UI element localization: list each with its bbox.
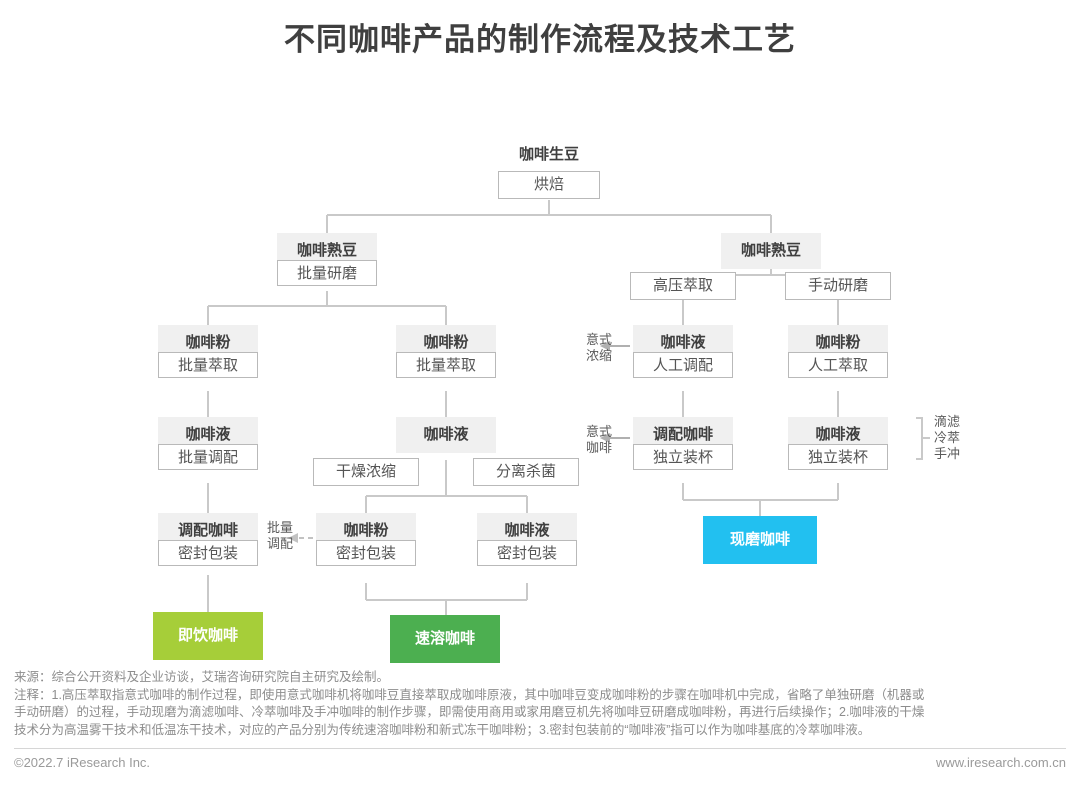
node-dry-concentration[interactable]: 干燥浓缩 xyxy=(313,458,419,486)
node-coffee-liquid-cup[interactable]: 咖啡液 独立装杯 xyxy=(788,417,888,479)
product-fresh-ground-coffee[interactable]: 现磨咖啡 xyxy=(703,516,817,564)
node-roasted-beans-right[interactable]: 咖啡熟豆 xyxy=(721,233,821,269)
node-sub: 人工调配 xyxy=(633,352,733,378)
node-roasted-beans-left[interactable]: 咖啡熟豆 批量研磨 xyxy=(277,233,377,295)
node-coffee-liquid-process[interactable]: 咖啡液 xyxy=(396,417,496,453)
annotation-espresso-concentrate: 意式 浓缩 xyxy=(585,332,612,363)
node-sub: 人工萃取 xyxy=(788,352,888,378)
annotation-batch-blending: 批量 调配 xyxy=(266,520,293,551)
node-coffee-powder-sealed[interactable]: 咖啡粉 密封包装 xyxy=(316,513,416,575)
node-manual-grinding[interactable]: 手动研磨 xyxy=(785,272,891,300)
footer-divider xyxy=(14,748,1066,749)
source-line: 来源：综合公开资料及企业访谈，艾瑞咨询研究院自主研究及绘制。 xyxy=(14,670,390,684)
node-roasting[interactable]: 烘焙 xyxy=(498,171,600,199)
flowchart-diagram: 咖啡生豆 烘焙 咖啡熟豆 批量研磨 咖啡熟豆 高压萃取 手动研磨 咖啡粉 批量萃… xyxy=(153,146,961,663)
node-coffee-liquid-espresso[interactable]: 咖啡液 人工调配 xyxy=(633,325,733,387)
label-green-beans: 咖啡生豆 xyxy=(518,146,579,163)
node-sub: 独立装杯 xyxy=(788,444,888,470)
node-coffee-liquid-sealed[interactable]: 咖啡液 密封包装 xyxy=(477,513,577,575)
note-line-2: 手动研磨）的过程，手动现磨为滴滤咖啡、冷萃咖啡及手冲咖啡的制作步骤，即需使用商用… xyxy=(14,705,925,719)
node-head: 咖啡熟豆 xyxy=(721,233,821,269)
node-sub: 批量萃取 xyxy=(396,352,496,378)
annotation-brew-methods: 滴滤 冷萃 手冲 xyxy=(934,414,961,461)
footer: ©2022.7 iResearch Inc. www.iresearch.com… xyxy=(14,755,1066,770)
node-sub: 批量萃取 xyxy=(158,352,258,378)
website-link[interactable]: www.iresearch.com.cn xyxy=(935,755,1066,770)
copyright-text: ©2022.7 iResearch Inc. xyxy=(14,755,151,770)
node-sub: 密封包装 xyxy=(158,540,258,566)
page-title: 不同咖啡产品的制作流程及技术工艺 xyxy=(284,22,796,57)
node-sub: 独立装杯 xyxy=(633,444,733,470)
node-head: 咖啡液 xyxy=(396,417,496,453)
annotation-italian-coffee: 意式 咖啡 xyxy=(585,424,612,455)
source-and-notes: 来源：综合公开资料及企业访谈，艾瑞咨询研究院自主研究及绘制。 注释：1.高压萃取… xyxy=(14,669,1069,739)
note-line-3: 技术分为高温雾干技术和低温冻干技术，对应的产品分别为传统速溶咖啡粉和新式冻干咖啡… xyxy=(14,722,871,737)
node-sub: 批量调配 xyxy=(158,444,258,470)
node-sub: 批量研磨 xyxy=(277,260,377,286)
node-blended-coffee-sealed[interactable]: 调配咖啡 密封包装 xyxy=(158,513,258,575)
node-coffee-powder-manual[interactable]: 咖啡粉 人工萃取 xyxy=(788,325,888,387)
node-separation-sterilization[interactable]: 分离杀菌 xyxy=(473,458,579,486)
node-high-pressure-extraction[interactable]: 高压萃取 xyxy=(630,272,736,300)
note-line-1: 注释：1.高压萃取指意式咖啡的制作过程，即使用意式咖啡机将咖啡豆直接萃取成咖啡原… xyxy=(14,687,925,702)
node-coffee-liquid-batch[interactable]: 咖啡液 批量调配 xyxy=(158,417,258,479)
node-blended-coffee-cup[interactable]: 调配咖啡 独立装杯 xyxy=(633,417,733,479)
node-sub: 密封包装 xyxy=(477,540,577,566)
node-sub: 密封包装 xyxy=(316,540,416,566)
node-coffee-powder-batch-2[interactable]: 咖啡粉 批量萃取 xyxy=(396,325,496,387)
node-coffee-powder-batch-1[interactable]: 咖啡粉 批量萃取 xyxy=(158,325,258,387)
product-instant-coffee[interactable]: 速溶咖啡 xyxy=(390,615,500,663)
product-ready-to-drink-coffee[interactable]: 即饮咖啡 xyxy=(153,612,263,660)
